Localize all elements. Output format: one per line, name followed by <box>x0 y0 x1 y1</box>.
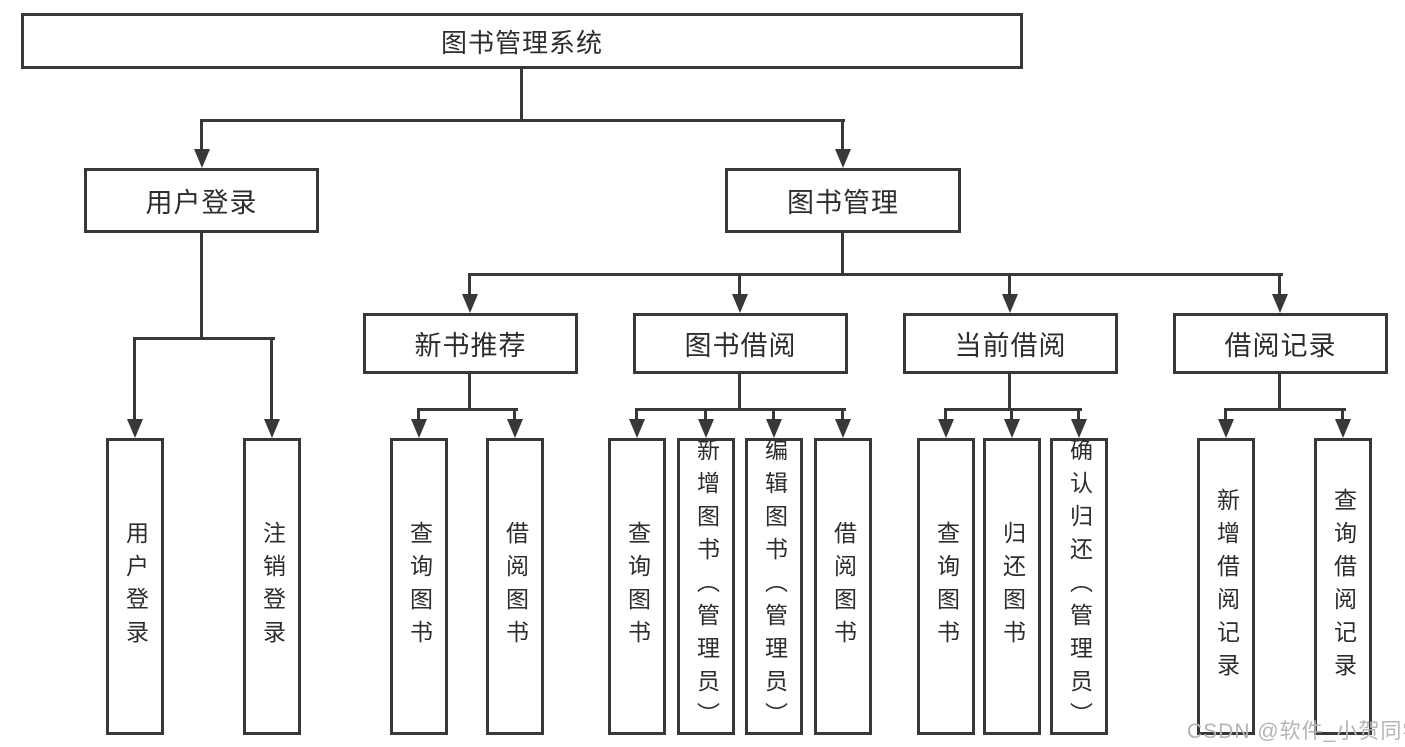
node-label: 图书管理系统 <box>440 27 603 58</box>
arrowhead-down-icon <box>1004 419 1020 438</box>
connector-line <box>841 119 844 153</box>
connector-line <box>417 408 420 422</box>
connector-line <box>1278 273 1281 297</box>
leaf-search-books: 查询图书 <box>917 438 975 735</box>
connector-line <box>1341 408 1344 422</box>
csdn-watermark: CSDN @软件_小贺同学 <box>1187 720 1405 743</box>
arrowhead-down-icon <box>411 419 427 438</box>
node-current-borrowing: 当前借阅 <box>903 313 1118 374</box>
connector-line <box>513 408 516 422</box>
node-label: 归还图书 <box>999 520 1026 653</box>
node-label: 查询图书 <box>933 520 960 653</box>
node-label: 图书借阅 <box>684 331 797 361</box>
leaf-add-borrow-record: 新增借阅记录 <box>1197 438 1255 735</box>
arrowhead-down-icon <box>835 149 851 168</box>
arrowhead-down-icon <box>462 294 478 313</box>
connector-line <box>200 119 203 153</box>
node-new-book-recommendation: 新书推荐 <box>363 313 578 374</box>
connector-line <box>1224 408 1346 411</box>
node-book-borrowing: 图书借阅 <box>633 313 848 374</box>
arrowhead-down-icon <box>507 419 523 438</box>
connector-line <box>520 69 523 122</box>
connector-line <box>1224 408 1227 422</box>
node-label: 用户登录 <box>122 520 149 653</box>
node-label: 编辑图书（管理员） <box>761 438 788 735</box>
arrowhead-down-icon <box>629 419 645 438</box>
connector-line <box>468 273 471 297</box>
leaf-search-books: 查询图书 <box>608 438 666 735</box>
arrowhead-down-icon <box>127 419 143 438</box>
leaf-logout: 注销登录 <box>243 438 301 735</box>
connector-line <box>944 408 947 422</box>
arrowhead-down-icon <box>766 419 782 438</box>
arrowhead-down-icon <box>698 419 714 438</box>
node-book-management: 图书管理 <box>725 168 961 233</box>
connector-line <box>635 408 638 422</box>
leaf-search-borrow-record: 查询借阅记录 <box>1314 438 1372 735</box>
connector-line <box>841 233 844 275</box>
connector-line <box>200 119 845 122</box>
leaf-borrow-books: 借阅图书 <box>814 438 872 735</box>
node-label: 借阅图书 <box>830 520 857 653</box>
node-label: 确认归还（管理员） <box>1066 438 1093 735</box>
connector-line <box>1077 408 1080 422</box>
connector-line <box>468 373 471 411</box>
node-label: 借阅记录 <box>1224 331 1337 361</box>
node-user-login: 用户登录 <box>84 168 319 233</box>
connector-line <box>1008 373 1011 411</box>
arrowhead-down-icon <box>1002 294 1018 313</box>
connector-line <box>738 373 741 411</box>
connector-line <box>200 233 203 340</box>
node-label: 新增借阅记录 <box>1213 487 1240 686</box>
node-label: 注销登录 <box>259 520 286 653</box>
connector-line <box>1278 373 1281 411</box>
leaf-user-login: 用户登录 <box>106 438 164 735</box>
connector-line <box>133 337 136 421</box>
arrowhead-down-icon <box>1335 419 1351 438</box>
connector-line <box>1010 408 1013 422</box>
arrowhead-down-icon <box>938 419 954 438</box>
arrowhead-down-icon <box>264 419 280 438</box>
connector-line <box>417 408 518 411</box>
leaf-confirm-return-admin: 确认归还（管理员） <box>1050 438 1108 735</box>
arrowhead-down-icon <box>835 419 851 438</box>
node-borrowing-records: 借阅记录 <box>1173 313 1388 374</box>
leaf-edit-books-admin: 编辑图书（管理员） <box>745 438 803 735</box>
node-label: 图书管理 <box>787 188 899 218</box>
connector-line <box>944 408 1082 411</box>
node-label: 借阅图书 <box>502 520 529 653</box>
leaf-return-books: 归还图书 <box>983 438 1041 735</box>
node-library-management-system: 图书管理系统 <box>21 13 1023 69</box>
connector-line <box>841 408 844 422</box>
connector-line <box>133 337 275 340</box>
connector-line <box>468 273 1283 276</box>
arrowhead-down-icon <box>1071 419 1087 438</box>
connector-line <box>1008 273 1011 297</box>
connector-line <box>270 337 273 421</box>
node-label: 用户登录 <box>145 188 258 218</box>
arrowhead-down-icon <box>1272 294 1288 313</box>
node-label: 查询借阅记录 <box>1330 487 1357 686</box>
leaf-borrow-books: 借阅图书 <box>486 438 544 735</box>
connector-line <box>635 408 846 411</box>
node-label: 新增图书（管理员） <box>693 438 720 735</box>
connector-line <box>772 408 775 422</box>
arrowhead-down-icon <box>194 149 210 168</box>
arrowhead-down-icon <box>1218 419 1234 438</box>
leaf-add-books-admin: 新增图书（管理员） <box>677 438 735 735</box>
leaf-search-books: 查询图书 <box>390 438 448 735</box>
node-label: 当前借阅 <box>954 331 1067 361</box>
node-label: 查询图书 <box>624 520 651 653</box>
connector-line <box>704 408 707 422</box>
node-label: 新书推荐 <box>414 331 527 361</box>
arrowhead-down-icon <box>732 294 748 313</box>
connector-line <box>738 273 741 297</box>
node-label: 查询图书 <box>406 520 433 653</box>
